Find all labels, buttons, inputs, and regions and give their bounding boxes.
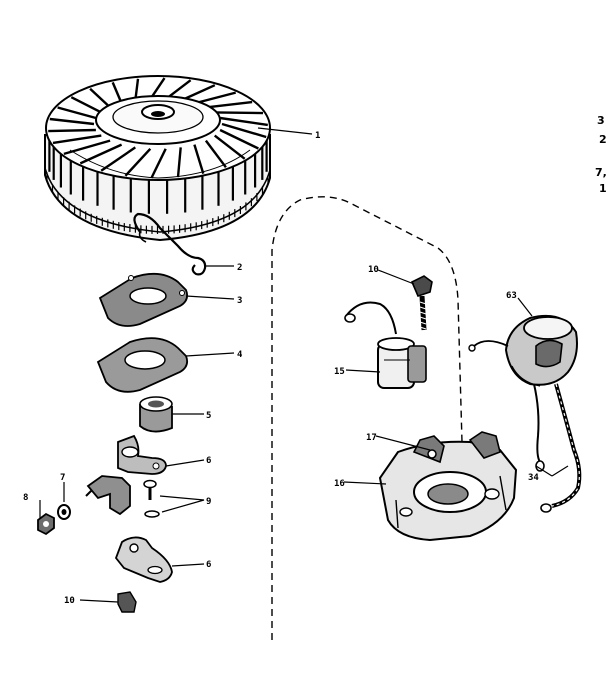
felt-pad bbox=[117, 591, 137, 613]
callout-8: 8 bbox=[23, 493, 28, 503]
callout-10-bottom: 10 bbox=[64, 596, 75, 606]
nut bbox=[37, 512, 55, 536]
callout-10-right: 10 bbox=[368, 265, 379, 275]
callout-6-upper: 6 bbox=[206, 456, 211, 466]
breaker-arm bbox=[117, 434, 167, 475]
spring-clip bbox=[133, 212, 207, 276]
callout-15: 15 bbox=[334, 367, 345, 377]
screw-washer bbox=[143, 479, 160, 518]
locator-line bbox=[271, 196, 463, 640]
edge-marks: 3 2 7, 1 bbox=[595, 114, 607, 195]
flywheel bbox=[44, 75, 271, 242]
callouts: 1 2 3 4 5 6 7 8 9 6 10 10 15 17 16 63 34 bbox=[23, 131, 539, 606]
callout-34: 34 bbox=[528, 473, 539, 483]
edge-mark: 1 bbox=[599, 182, 607, 195]
callout-63: 63 bbox=[506, 291, 517, 301]
bushing bbox=[139, 396, 173, 433]
callout-7: 7 bbox=[60, 473, 65, 483]
ignition-coil bbox=[468, 314, 578, 387]
callout-6-lower: 6 bbox=[206, 560, 211, 570]
callout-17: 17 bbox=[366, 433, 377, 443]
callout-9: 9 bbox=[206, 497, 211, 507]
leader-lines bbox=[39, 127, 569, 603]
callout-1: 1 bbox=[315, 131, 320, 141]
condenser bbox=[344, 301, 427, 389]
edge-mark: 2 bbox=[599, 133, 607, 146]
callout-4: 4 bbox=[237, 350, 243, 360]
edge-mark: 3 bbox=[597, 114, 605, 127]
clamp-screw bbox=[410, 275, 433, 331]
gasket bbox=[96, 337, 189, 393]
contact-bracket bbox=[85, 475, 131, 516]
edge-mark: 7, bbox=[595, 166, 607, 179]
coil-leads bbox=[533, 383, 582, 513]
callout-16: 16 bbox=[334, 479, 345, 489]
callout-2: 2 bbox=[237, 263, 242, 273]
breaker-plate bbox=[114, 536, 173, 583]
washer bbox=[57, 504, 71, 520]
callout-3: 3 bbox=[237, 296, 242, 306]
stator-plate bbox=[378, 431, 518, 542]
cover-plate bbox=[98, 272, 189, 327]
callout-5: 5 bbox=[206, 411, 211, 421]
